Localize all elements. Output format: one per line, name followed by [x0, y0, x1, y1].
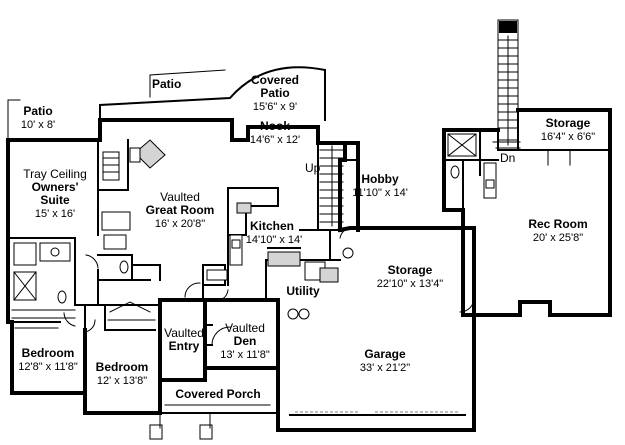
room-dims-rec-room: 20' x 25'8" [533, 232, 583, 244]
room-name-great-room-line2: Great Room [146, 203, 215, 217]
room-name-rec-room: Rec Room [528, 217, 587, 231]
room-name-utility: Utility [286, 284, 320, 298]
room-dims-bedroom-2: 12' x 13'8" [97, 375, 147, 387]
room-dims-hobby: 11'10" x 14' [352, 187, 408, 199]
room-name-storage-upper: Storage [546, 116, 591, 130]
room-dims-great-room: 16' x 20'8" [155, 218, 205, 230]
room-dims-storage-upper: 16'4" x 6'6" [541, 131, 595, 143]
room-name-patio-top: Patio [152, 77, 181, 91]
exterior-walls [6, 66, 476, 440]
room-name-nook: Nook [260, 119, 290, 133]
room-name-den-line2: Den [234, 334, 257, 348]
door-swings [63, 227, 475, 333]
interior-walls [7, 139, 360, 346]
room-dims-bedroom-1: 12'8" x 11'8" [18, 361, 78, 373]
room-dims-storage-garage: 22'10" x 13'4" [377, 278, 444, 290]
room-name-covered-patio-line2: Patio [260, 86, 289, 100]
room-dims-kitchen: 14'10" x 14' [246, 234, 302, 246]
room-dims-nook: 14'6" x 12' [250, 134, 300, 146]
room-name-den-line1: Vaulted [225, 321, 265, 335]
room-name-hobby: Hobby [361, 172, 399, 186]
room-dims-owners-suite: 15' x 16' [35, 208, 75, 220]
room-name-storage-garage: Storage [388, 263, 433, 277]
room-name-owners-suite-line1: Tray Ceiling [23, 167, 87, 181]
room-name-covered-porch: Covered Porch [175, 387, 260, 401]
room-dims-garage: 33' x 21'2" [360, 362, 410, 374]
room-name-bedroom-2: Bedroom [96, 360, 149, 374]
room-name-kitchen: Kitchen [250, 219, 294, 233]
room-name-entry-line2: Entry [169, 339, 200, 353]
room-name-owners-suite-line2: Owners' [32, 180, 79, 194]
room-name-covered-patio-line1: Covered [251, 73, 299, 87]
room-labels: Patio Covered Patio 15'6" x 9' Patio 10'… [18, 73, 595, 401]
stair-down-label: Dn [500, 151, 515, 165]
room-name-patio-left: Patio [23, 104, 52, 118]
stair-up-label: Up [305, 161, 321, 175]
room-name-great-room-line1: Vaulted [160, 190, 200, 204]
room-dims-covered-patio: 15'6" x 9' [253, 101, 297, 113]
room-name-entry-line1: Vaulted [164, 326, 204, 340]
room-name-garage: Garage [364, 347, 406, 361]
rec-room-block [442, 19, 612, 317]
room-dims-patio-left: 10' x 8' [21, 119, 55, 131]
room-name-bedroom-1: Bedroom [22, 346, 75, 360]
room-name-owners-suite-line3: Suite [40, 193, 70, 207]
room-dims-den: 13' x 11'8" [220, 349, 270, 361]
